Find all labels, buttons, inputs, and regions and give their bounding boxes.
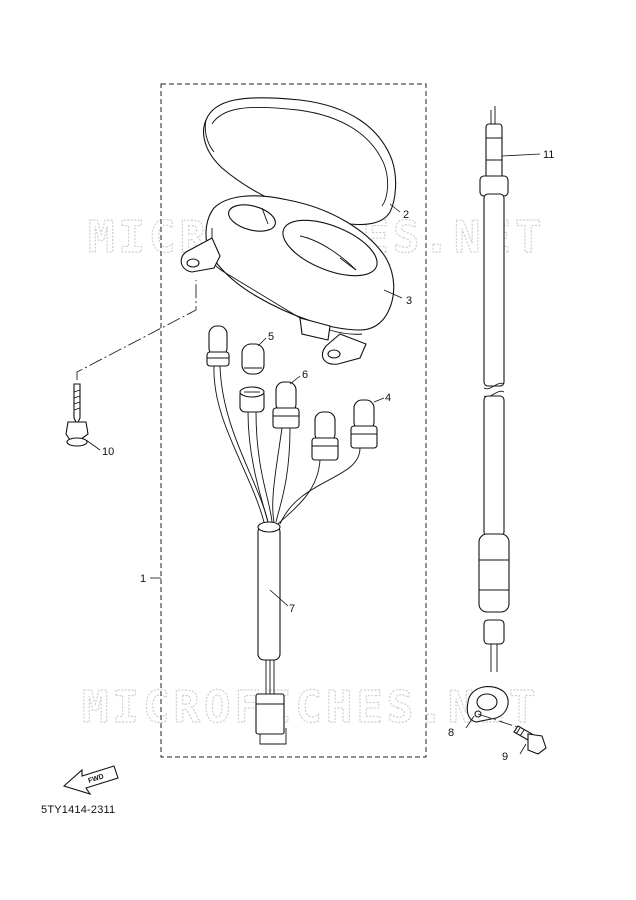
callout-10: 10 xyxy=(102,446,114,458)
wire-harness-part-7[interactable] xyxy=(255,521,287,745)
bulb-socket-left[interactable] xyxy=(206,325,230,367)
callout-8: 8 xyxy=(448,727,454,739)
callout-9: 9 xyxy=(502,751,508,763)
clamp-part-8[interactable] xyxy=(466,686,509,723)
callout-5: 5 xyxy=(268,331,274,343)
callout-3: 3 xyxy=(406,295,412,307)
meter-housing-part-3[interactable] xyxy=(180,195,395,365)
bulb-part-6[interactable] xyxy=(272,381,300,429)
assembly-boundary xyxy=(160,83,427,758)
bolt-alignment-line xyxy=(477,713,521,729)
speedometer-cable-part-11[interactable] xyxy=(478,106,510,672)
callout-6: 6 xyxy=(302,369,308,381)
bulb-part-5[interactable] xyxy=(241,343,265,375)
callout-4: 4 xyxy=(385,392,391,404)
fwd-label: FWD xyxy=(87,773,104,785)
callout-11: 11 xyxy=(543,149,554,161)
meter-cover-part-2[interactable] xyxy=(203,97,397,226)
callout-7: 7 xyxy=(289,603,295,615)
screw-part-10[interactable] xyxy=(65,383,89,447)
diagram-code: 5TY1414-2311 xyxy=(41,804,116,816)
bulb-part-4[interactable] xyxy=(350,399,378,449)
leader-lines xyxy=(85,153,541,755)
bulb-socket-center[interactable] xyxy=(239,386,265,413)
bulb-wires xyxy=(213,365,361,525)
fwd-arrow-icon: FWD xyxy=(62,765,119,795)
callout-2: 2 xyxy=(403,209,409,221)
watermark-bottom: MICROFICHES.NET xyxy=(82,682,539,733)
callout-1: 1 xyxy=(140,573,146,585)
screw-alignment-line xyxy=(76,280,197,380)
bulb-socket-right-inner[interactable] xyxy=(311,411,339,461)
bolt-part-9[interactable] xyxy=(513,725,547,755)
